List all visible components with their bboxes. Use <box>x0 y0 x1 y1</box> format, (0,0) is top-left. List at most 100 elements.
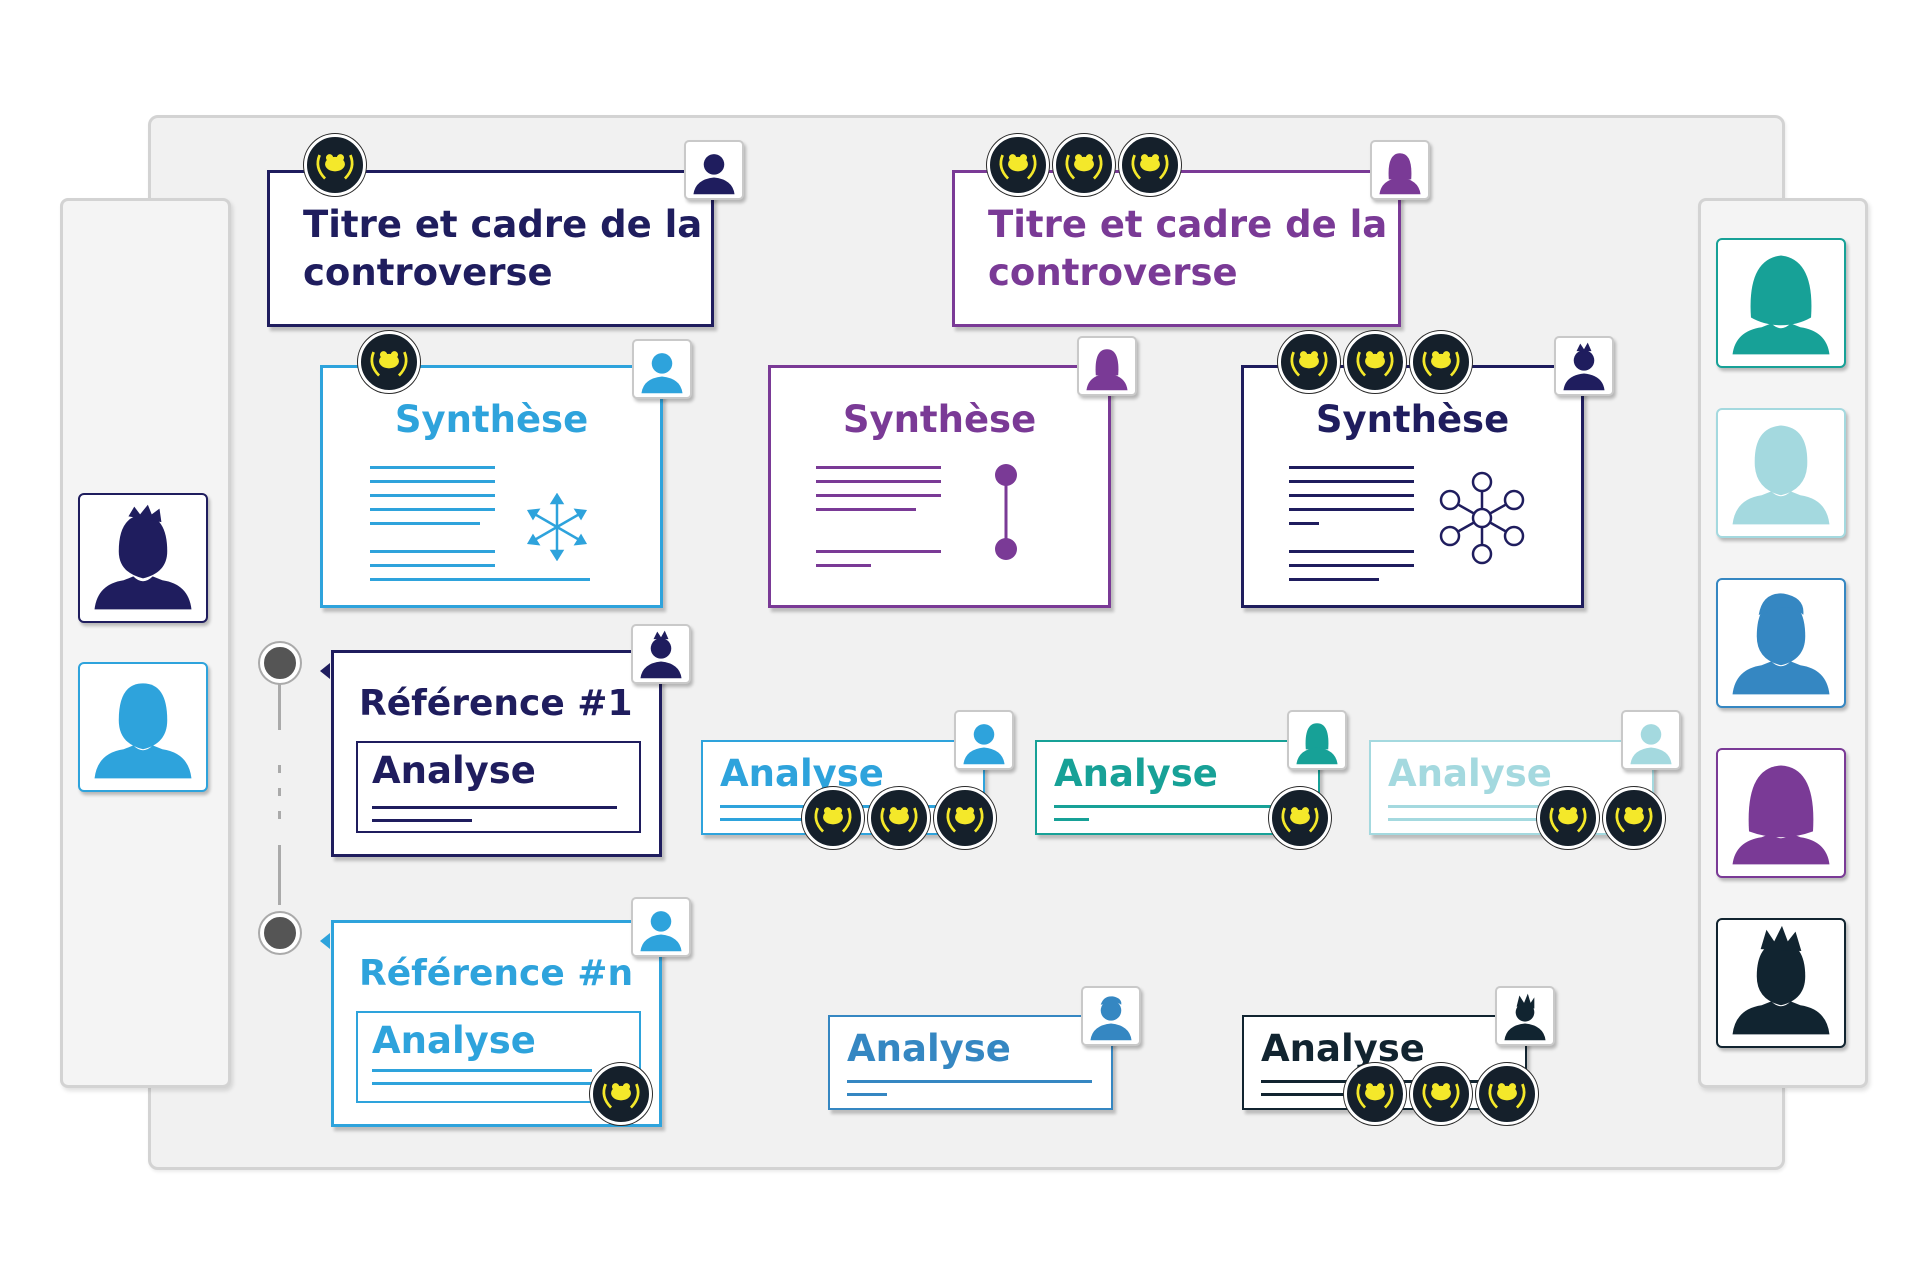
text-line <box>1388 818 1538 821</box>
author-avatar[interactable] <box>631 897 691 957</box>
timeline-node[interactable] <box>260 913 300 953</box>
analysis-box[interactable]: Analyse <box>356 741 641 833</box>
laurel-frog-badge-icon <box>1476 1063 1538 1125</box>
author-avatar[interactable] <box>954 710 1014 770</box>
text-line <box>1054 818 1089 821</box>
participant-avatar-steel[interactable] <box>1716 578 1846 708</box>
synthesis-title: Synthèse <box>394 398 589 441</box>
analysis-card[interactable]: Analyse <box>828 1015 1113 1110</box>
two-node-link-icon <box>995 464 1017 560</box>
text-line <box>1289 578 1379 581</box>
synthesis-card[interactable]: Synthèse <box>320 365 663 608</box>
text-line <box>370 466 495 469</box>
user-silhouette-icon <box>1630 724 1672 765</box>
text-line <box>816 494 941 497</box>
analysis-label: Analyse <box>372 749 536 792</box>
user-silhouette-icon <box>1732 425 1830 525</box>
laurel-frog-badge-icon <box>987 134 1049 196</box>
controversy-title-card[interactable]: Titre et cadre de la controverse <box>267 170 714 327</box>
reference-title: Référence #n <box>359 953 634 994</box>
user-silhouette-icon <box>1732 765 1830 865</box>
synthesis-card[interactable]: Synthèse <box>768 365 1111 608</box>
card-pointer <box>320 933 330 949</box>
analysis-label: Analyse <box>372 1019 536 1062</box>
user-silhouette-icon <box>641 353 683 394</box>
laurel-frog-badge-icon <box>1410 1063 1472 1125</box>
participant-avatar-teal[interactable] <box>1716 238 1846 368</box>
user-silhouette-icon <box>1379 153 1421 195</box>
author-avatar[interactable] <box>1370 140 1430 200</box>
laurel-frog-badge-icon <box>1344 331 1406 393</box>
text-line <box>847 1080 1092 1083</box>
text-line <box>370 480 495 483</box>
laurel-frog-badge-icon <box>304 134 366 196</box>
user-silhouette-icon <box>1296 723 1338 765</box>
reference-card[interactable]: Référence #1 Analyse <box>331 650 662 857</box>
author-avatar[interactable] <box>632 339 692 399</box>
laurel-frog-badge-icon <box>868 787 930 849</box>
hub-network-icon <box>1439 471 1525 565</box>
participant-avatar-purple[interactable] <box>1716 748 1846 878</box>
text-line <box>847 1093 887 1096</box>
reference-title: Référence #1 <box>359 683 633 724</box>
synthesis-card[interactable]: Synthèse <box>1241 365 1584 608</box>
participant-avatar-lightteal[interactable] <box>1716 408 1846 538</box>
analysis-card[interactable]: Analyse <box>1035 740 1320 835</box>
text-line <box>370 578 590 581</box>
timeline-dash <box>278 765 281 773</box>
laurel-frog-badge-icon <box>1410 331 1472 393</box>
text-line <box>372 806 617 809</box>
user-silhouette-icon <box>1090 996 1132 1041</box>
user-silhouette-icon <box>1563 342 1605 391</box>
text-line <box>372 1082 592 1085</box>
user-silhouette-icon <box>640 911 682 952</box>
laurel-frog-badge-icon <box>1269 787 1331 849</box>
text-line <box>1289 494 1414 497</box>
user-silhouette-icon <box>1732 255 1830 355</box>
author-avatar[interactable] <box>1621 710 1681 770</box>
text-line <box>816 550 941 553</box>
timeline-dash <box>278 811 281 819</box>
text-line <box>370 550 495 553</box>
text-line <box>1289 466 1414 469</box>
author-avatar[interactable] <box>631 624 691 684</box>
laurel-frog-badge-icon <box>802 787 864 849</box>
controversy-title: Titre et cadre de la controverse <box>988 203 1388 294</box>
participant-avatar-navy[interactable] <box>78 493 208 623</box>
synthesis-title: Synthèse <box>1315 398 1510 441</box>
author-avatar[interactable] <box>1081 986 1141 1046</box>
author-avatar[interactable] <box>1077 336 1137 396</box>
analysis-label: Analyse <box>720 752 884 795</box>
author-avatar[interactable] <box>684 140 744 200</box>
snowflake-arrows-icon <box>526 493 588 561</box>
timeline-dash <box>278 788 281 796</box>
timeline-node[interactable] <box>260 643 300 683</box>
text-line <box>372 819 472 822</box>
text-line <box>1289 564 1414 567</box>
controversy-title-card[interactable]: Titre et cadre de la controverse <box>952 170 1401 327</box>
user-silhouette-icon <box>963 724 1005 765</box>
text-line <box>1388 805 1588 808</box>
laurel-frog-badge-icon <box>934 787 996 849</box>
author-avatar[interactable] <box>1495 986 1555 1046</box>
user-silhouette-icon <box>94 683 192 779</box>
participant-avatar-blue[interactable] <box>78 662 208 792</box>
analysis-label: Analyse <box>1261 1027 1425 1070</box>
controversy-title: Titre et cadre de la controverse <box>303 203 703 294</box>
laurel-frog-badge-icon <box>1053 134 1115 196</box>
author-avatar[interactable] <box>1554 336 1614 396</box>
analysis-label: Analyse <box>847 1027 1011 1070</box>
left-participant-panel <box>60 198 231 1088</box>
analysis-label: Analyse <box>1388 752 1552 795</box>
text-line <box>720 818 810 821</box>
user-silhouette-icon <box>1732 593 1830 695</box>
text-line <box>1289 522 1319 525</box>
text-line <box>1289 550 1414 553</box>
user-silhouette-icon <box>693 154 735 195</box>
synthesis-title: Synthèse <box>842 398 1037 441</box>
author-avatar[interactable] <box>1287 710 1347 770</box>
text-line <box>370 564 495 567</box>
laurel-frog-badge-icon <box>1278 331 1340 393</box>
timeline-connector <box>278 680 281 730</box>
participant-avatar-dark[interactable] <box>1716 918 1846 1048</box>
